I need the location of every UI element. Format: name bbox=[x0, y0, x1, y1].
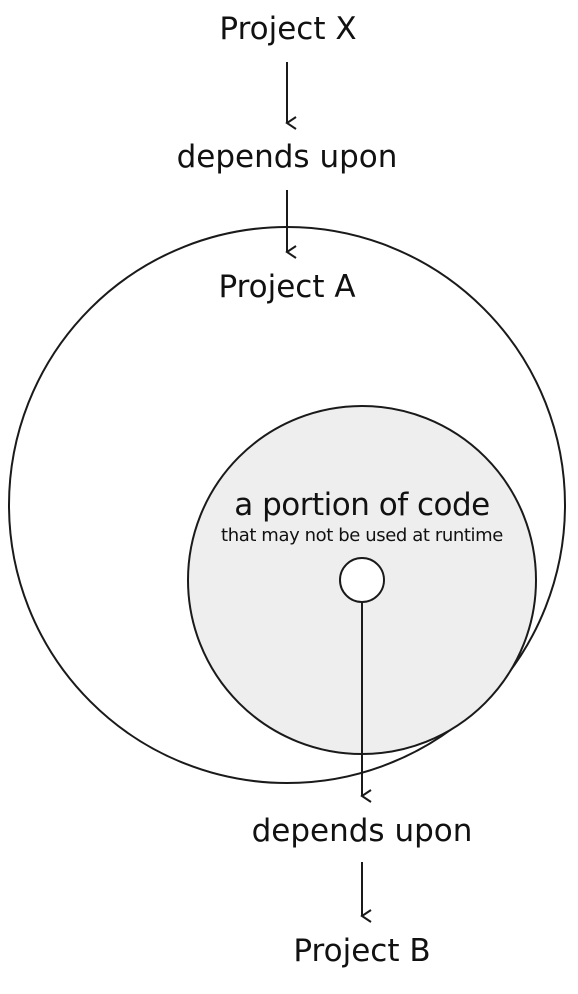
depends-upon-label-bottom: depends upon bbox=[251, 813, 473, 849]
project-x-label: Project X bbox=[219, 11, 357, 47]
project-b-label: Project B bbox=[293, 933, 431, 969]
depends-upon-label-top: depends upon bbox=[176, 139, 398, 175]
portion-title-label: a portion of code bbox=[234, 487, 490, 523]
dependency-origin-circle bbox=[339, 557, 385, 603]
project-a-label: Project A bbox=[218, 269, 356, 305]
portion-subtitle-label: that may not be used at runtime bbox=[221, 525, 503, 546]
